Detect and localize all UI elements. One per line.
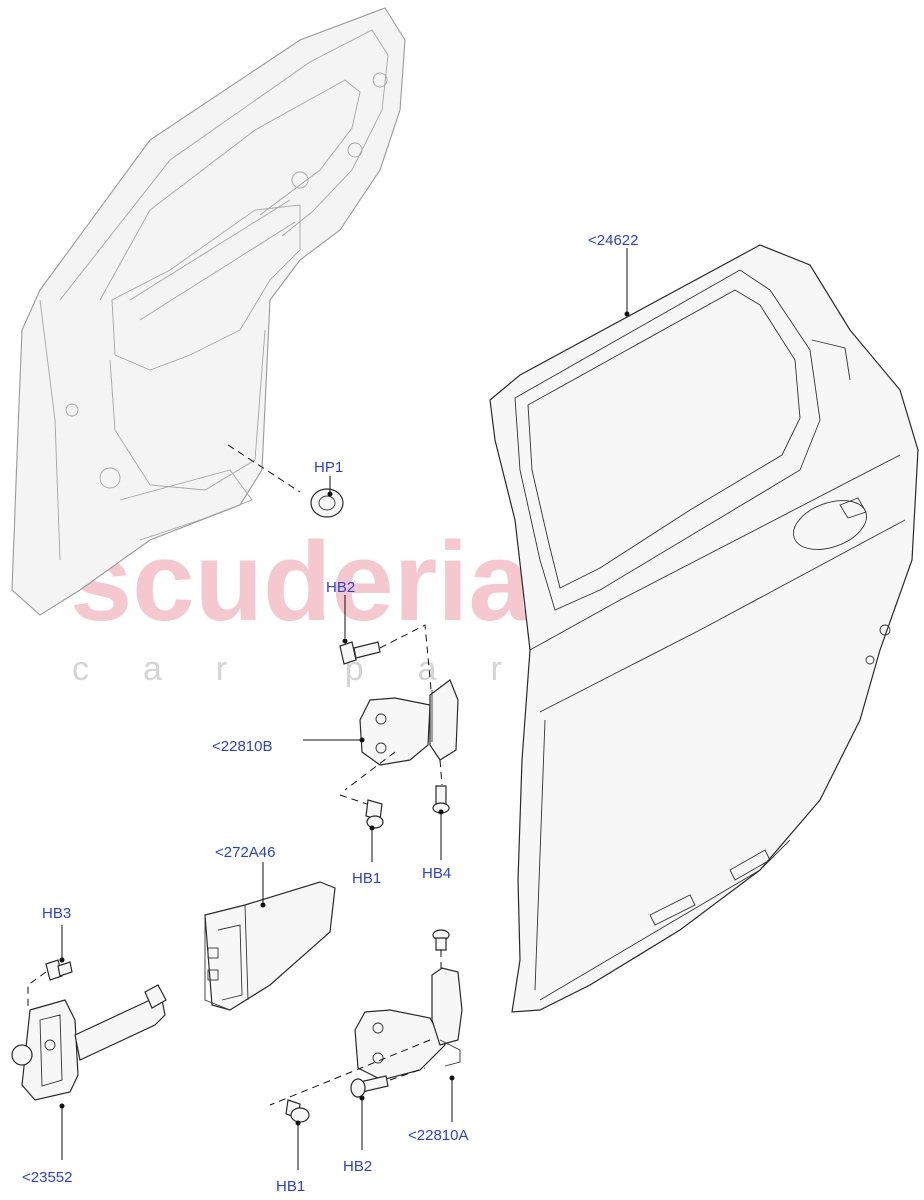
callout-labels: <24622 HP1 HB2 <22810B HB1 HB4 <272A46 H… xyxy=(22,232,638,1195)
bolt-upper-hb2 xyxy=(339,624,433,701)
callout-plug: HP1 xyxy=(314,459,343,476)
door-shell xyxy=(489,244,919,1013)
check-arm xyxy=(11,984,167,1101)
callout-bolt-upper: HB2 xyxy=(326,579,355,596)
callout-hinge-pin-upper: HB4 xyxy=(422,865,451,882)
callout-upper-hinge-bolt: HB1 xyxy=(352,870,381,887)
upper-hinge xyxy=(344,679,459,791)
callout-check-arm: <23552 xyxy=(22,1169,72,1186)
callout-lower-hinge-bolt-2: HB2 xyxy=(343,1158,372,1175)
callout-lower-hinge-bolt-1: HB1 xyxy=(276,1178,305,1195)
leader-lines xyxy=(59,248,630,1170)
callout-check-bolt: HB3 xyxy=(42,905,71,922)
callout-lower-hinge: <22810A xyxy=(408,1127,468,1144)
lower-hinge xyxy=(269,967,463,1106)
callout-door-shell: <24622 xyxy=(588,232,638,249)
bolt-upper-hinge-hb1 xyxy=(339,794,384,829)
callout-seal-part: <272A46 xyxy=(215,844,275,861)
bolt-lower-hb1 xyxy=(285,1099,310,1123)
hinge-pin-lower xyxy=(432,929,450,975)
bolt-lower-hb2 xyxy=(350,1067,426,1098)
seal-part xyxy=(204,881,336,1011)
hinge-pin-upper-hb4 xyxy=(432,785,450,814)
bolt-hb3 xyxy=(27,959,73,1010)
callout-upper-hinge: <22810B xyxy=(212,738,272,755)
ghost-door-frame xyxy=(11,7,406,616)
plug-hp1 xyxy=(227,444,344,518)
